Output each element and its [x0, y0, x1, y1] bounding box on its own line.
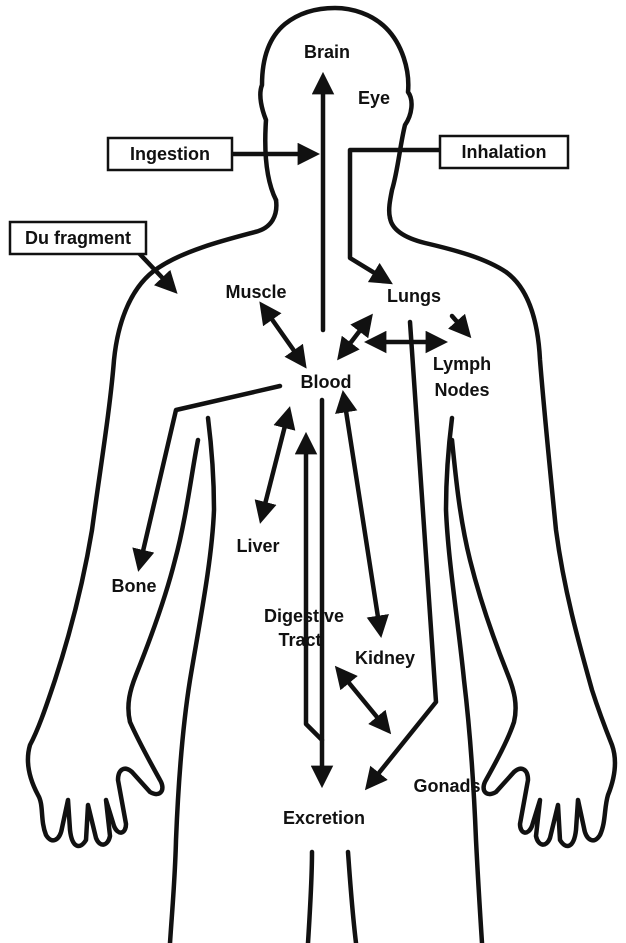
arrow-lungs-to-excretion [370, 322, 436, 784]
pathway-arrows [136, 80, 466, 784]
inhalation-label: Inhalation [462, 142, 547, 162]
ingestion-box: Ingestion [108, 138, 232, 170]
arrow-blood-kidney [344, 398, 380, 630]
blood-label: Blood [301, 372, 352, 392]
liver-label: Liver [236, 536, 279, 556]
digestive-tract-label-line1: Digestive [264, 606, 344, 626]
brain-label: Brain [304, 42, 350, 62]
arrow-lungs-blood [342, 320, 368, 354]
left-leg-outline [170, 418, 214, 943]
gonads-label: Gonads [413, 776, 480, 796]
inhalation-box: Inhalation [440, 136, 568, 168]
lymph-nodes-label-line2: Nodes [434, 380, 489, 400]
bone-label: Bone [112, 576, 157, 596]
kidney-label: Kidney [355, 648, 415, 668]
excretion-label: Excretion [283, 808, 365, 828]
du-fragment-label: Du fragment [25, 228, 131, 248]
inner-leg-right-outline [348, 852, 356, 943]
lungs-label: Lungs [387, 286, 441, 306]
arrow-lungs-to-lymph [452, 316, 466, 332]
inner-leg-left-outline [308, 852, 312, 943]
arrow-digestive-to-blood [306, 440, 322, 740]
muscle-label: Muscle [225, 282, 286, 302]
arrow-kidney-gonads [340, 672, 386, 728]
right-leg-outline [446, 418, 482, 943]
arrow-muscle-blood [264, 308, 302, 362]
du-fragment-box: Du fragment [10, 222, 146, 254]
arrow-blood-liver [262, 414, 288, 516]
head-outline [260, 8, 411, 218]
lymph-nodes-label-line1: Lymph [433, 354, 491, 374]
digestive-tract-label-line2: Tract [278, 630, 321, 650]
eye-label: Eye [358, 88, 390, 108]
ingestion-label: Ingestion [130, 144, 210, 164]
